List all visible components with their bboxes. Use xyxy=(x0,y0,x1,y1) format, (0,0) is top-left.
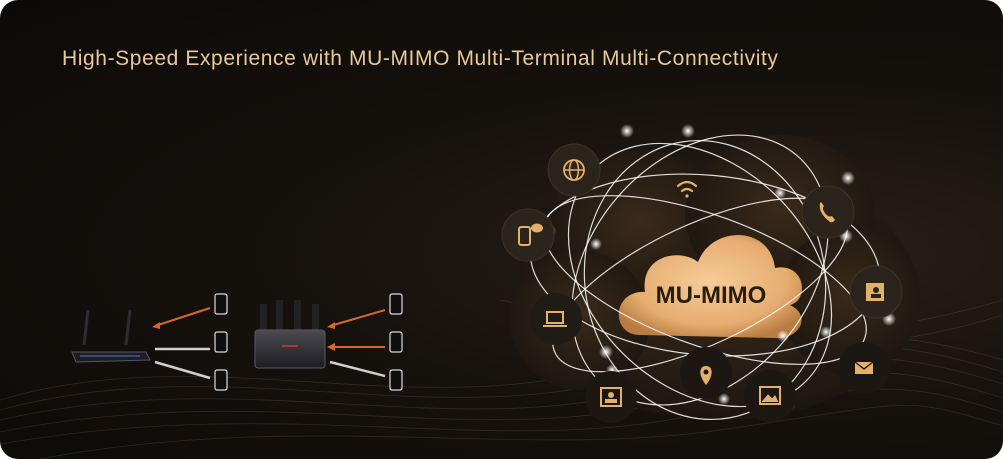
headline: High-Speed Experience with MU-MIMO Multi… xyxy=(62,47,779,70)
phone-call-icon xyxy=(801,185,855,239)
left-devices xyxy=(214,293,228,391)
cloud-shape xyxy=(618,234,802,339)
contact-card-icon xyxy=(849,265,903,319)
globe-icon xyxy=(547,143,601,197)
left-router xyxy=(71,309,151,363)
mu-mimo-router xyxy=(254,300,326,369)
image-icon xyxy=(744,370,796,422)
mu-mimo-router-links xyxy=(327,309,386,378)
cloud-label: MU-MIMO xyxy=(656,282,767,309)
location-pin-icon xyxy=(680,347,732,399)
wifi-icon xyxy=(676,180,698,198)
phone-device xyxy=(389,369,403,391)
phone-device xyxy=(389,331,403,353)
mu-mimo-devices xyxy=(389,293,403,391)
phone-device xyxy=(214,331,228,353)
phone-device xyxy=(214,369,228,391)
mail-icon xyxy=(838,342,890,394)
laptop-icon xyxy=(530,293,582,345)
phone-device xyxy=(389,293,403,315)
phone-device xyxy=(214,293,228,315)
portrait-icon xyxy=(585,371,637,423)
mobile-chat-icon xyxy=(501,208,555,262)
left-router-links xyxy=(152,307,211,380)
